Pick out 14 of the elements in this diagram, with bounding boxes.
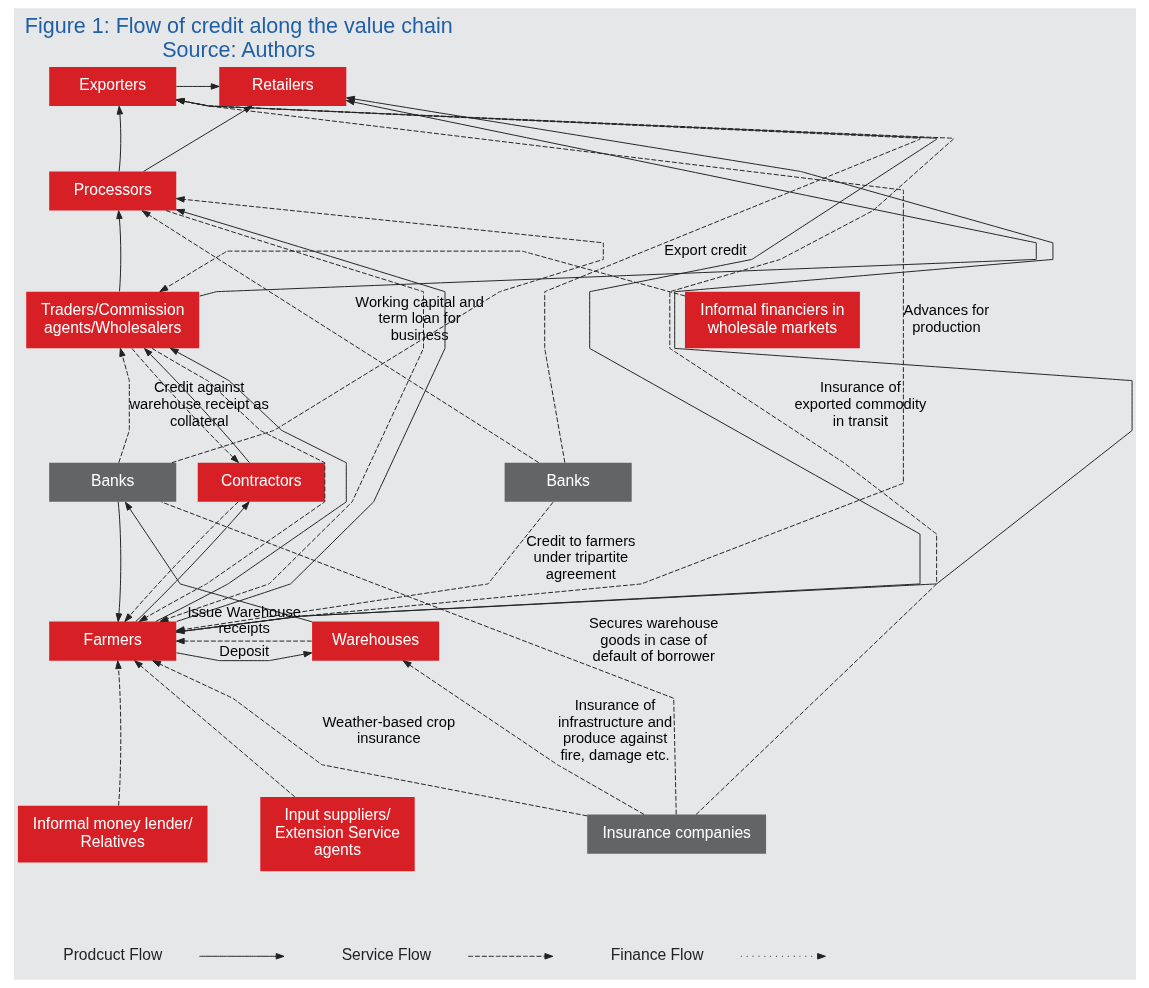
edge-label: Working capital and term loan for business bbox=[354, 293, 484, 344]
edge-label: Weather-based crop insurance bbox=[322, 713, 455, 747]
diagram-title: Figure 1: Flow of credit along the value chain bbox=[24, 14, 453, 39]
edge-label: Insurance of infrastructure and produce against fire, damage etc. bbox=[557, 696, 672, 763]
legend-label: Prodcuct Flow bbox=[62, 946, 162, 963]
edge-label: Export credit bbox=[663, 241, 747, 258]
edge-label: Secures warehouse goods in case of default of borrower bbox=[588, 614, 718, 665]
edge-label: Insurance of exported commodity in transit bbox=[793, 379, 926, 429]
edge-label: Credit to farmers under tripartite agreement bbox=[525, 532, 635, 583]
caption: Source: Authors bbox=[161, 37, 315, 62]
edge-label: Advances for production bbox=[903, 302, 989, 335]
edge-label: Deposit bbox=[218, 642, 269, 659]
legend-label: Service Flow bbox=[341, 946, 431, 963]
legend-label: Finance Flow bbox=[610, 946, 704, 963]
